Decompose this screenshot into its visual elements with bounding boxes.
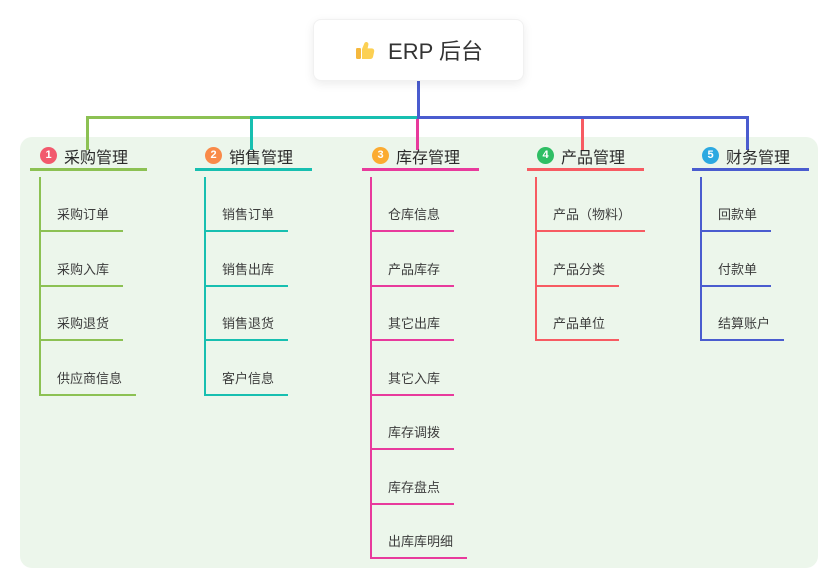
branch-title-4[interactable]: 4 产品管理 [527,146,644,171]
child-node[interactable]: 产品单位 [535,315,620,341]
child-node[interactable]: 采购订单 [39,206,124,232]
child-node[interactable]: 回款单 [700,206,772,232]
child-node[interactable]: 付款单 [700,261,772,287]
children-vertical-connector [370,177,372,559]
bus-segment-finance [417,116,749,119]
thumbs-up-icon [356,42,375,59]
child-node[interactable]: 产品分类 [535,261,620,287]
branch-drop-connector [416,119,419,150]
child-node[interactable]: 销售订单 [204,206,289,232]
mindmap-background-panel [20,137,818,568]
child-node[interactable]: 结算账户 [700,315,785,341]
child-node[interactable]: 供应商信息 [39,370,137,396]
branch-drop-connector [250,119,253,150]
root-node-erp[interactable]: ERP 后台 [313,19,524,81]
branch-badge: 2 [205,147,222,164]
bus-segment-sales [250,116,419,119]
branch-title-3[interactable]: 3 库存管理 [362,146,479,171]
branch-badge: 3 [372,147,389,164]
child-node[interactable]: 库存调拨 [370,424,455,450]
child-node[interactable]: 库存盘点 [370,479,455,505]
child-node[interactable]: 其它入库 [370,370,455,396]
branch-title-2[interactable]: 2 销售管理 [195,146,312,171]
child-node[interactable]: 客户信息 [204,370,289,396]
child-node[interactable]: 出库库明细 [370,533,468,559]
branch-label: 采购管理 [64,149,129,167]
branch-title-1[interactable]: 1 采购管理 [30,146,147,171]
child-node[interactable]: 仓库信息 [370,206,455,232]
root-node-title: ERP 后台 [388,39,483,64]
branch-badge: 5 [702,147,719,164]
branch-badge: 4 [537,147,554,164]
branch-label: 销售管理 [229,149,294,167]
children-vertical-connector [700,177,702,341]
bus-segment-purchase [86,116,253,119]
branch-label: 产品管理 [561,149,626,167]
branch-label: 财务管理 [726,149,791,167]
child-node[interactable]: 产品（物料） [535,206,646,232]
branch-title-5[interactable]: 5 财务管理 [692,146,809,171]
branch-label: 库存管理 [396,149,461,167]
branch-drop-connector [581,119,584,150]
child-node[interactable]: 销售出库 [204,261,289,287]
root-stem-connector [417,79,420,119]
branch-drop-connector [86,119,89,150]
child-node[interactable]: 采购入库 [39,261,124,287]
child-node[interactable]: 销售退货 [204,315,289,341]
child-node[interactable]: 其它出库 [370,315,455,341]
branch-drop-connector [746,119,749,150]
child-node[interactable]: 产品库存 [370,261,455,287]
branch-badge: 1 [40,147,57,164]
child-node[interactable]: 采购退货 [39,315,124,341]
children-vertical-connector [535,177,537,341]
